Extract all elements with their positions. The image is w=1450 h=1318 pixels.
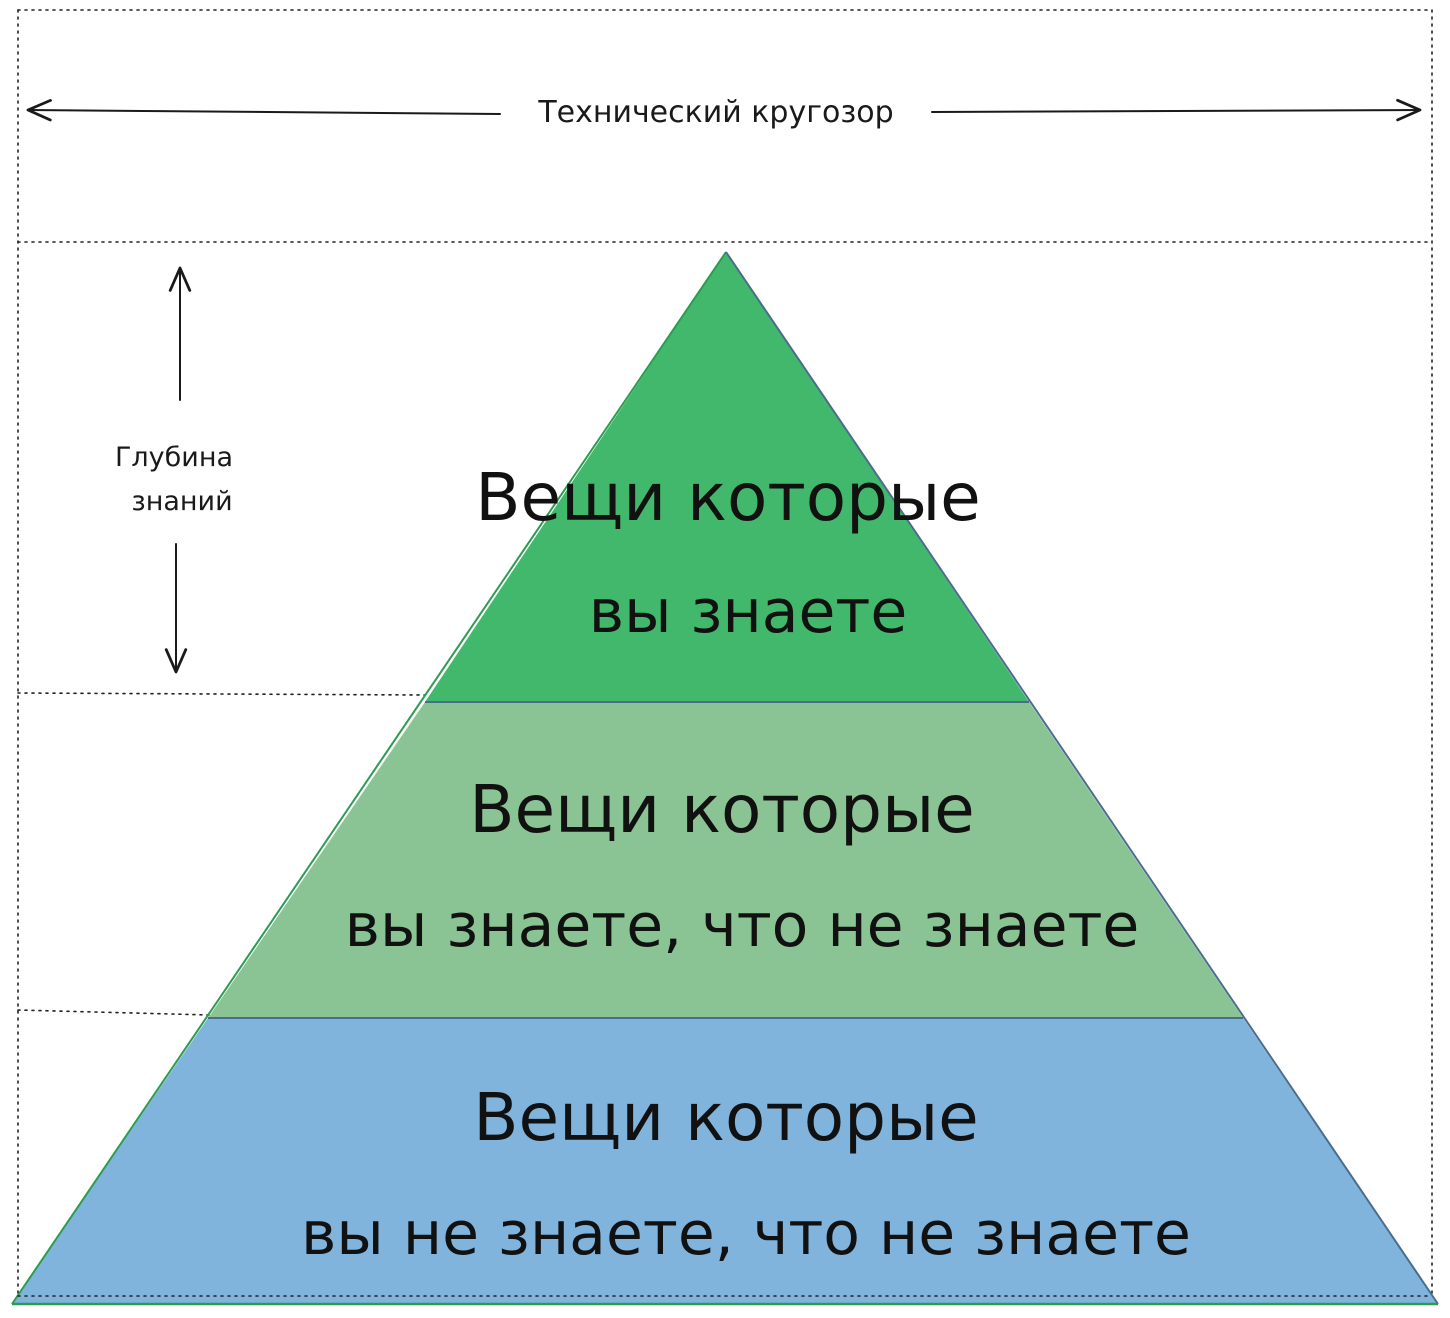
horizon-label: Технический кругозор — [537, 95, 893, 130]
depth-label-line2: знаний — [131, 486, 232, 517]
tier-known-unknowns — [208, 702, 1243, 1018]
pyramid-outline-left — [11, 251, 727, 1305]
tier-unknown-unknowns-line2: вы не знаете, что не знаете — [301, 1199, 1191, 1269]
pyramid — [11, 251, 1439, 1306]
depth-arrow: Глубина знаний — [115, 266, 233, 674]
pyramid-outline-right — [725, 251, 1439, 1305]
left-arrow-icon — [26, 98, 501, 122]
depth-boundary-line — [17, 692, 426, 696]
tier-labels: Вещи которые вы знаете Вещи которые вы з… — [301, 459, 1191, 1269]
tier-unknown-unknowns — [12, 1018, 1438, 1304]
dotted-frame — [17, 9, 1433, 1301]
tier-unknown-unknowns-line1: Вещи которые — [473, 1079, 979, 1156]
middle-boundary-line — [17, 1009, 211, 1016]
depth-label-line1: Глубина — [115, 442, 233, 473]
tier-known-line1: Вещи которые — [475, 459, 981, 536]
tier-known-unknowns-line2: вы знаете, что не знаете — [345, 891, 1140, 961]
horizon-arrow: Технический кругозор — [26, 95, 1422, 130]
tier-known-line2: вы знаете — [589, 577, 908, 647]
tier-known — [425, 252, 1029, 702]
right-arrow-icon — [931, 98, 1422, 122]
tier-known-unknowns-line1: Вещи которые — [469, 771, 975, 848]
